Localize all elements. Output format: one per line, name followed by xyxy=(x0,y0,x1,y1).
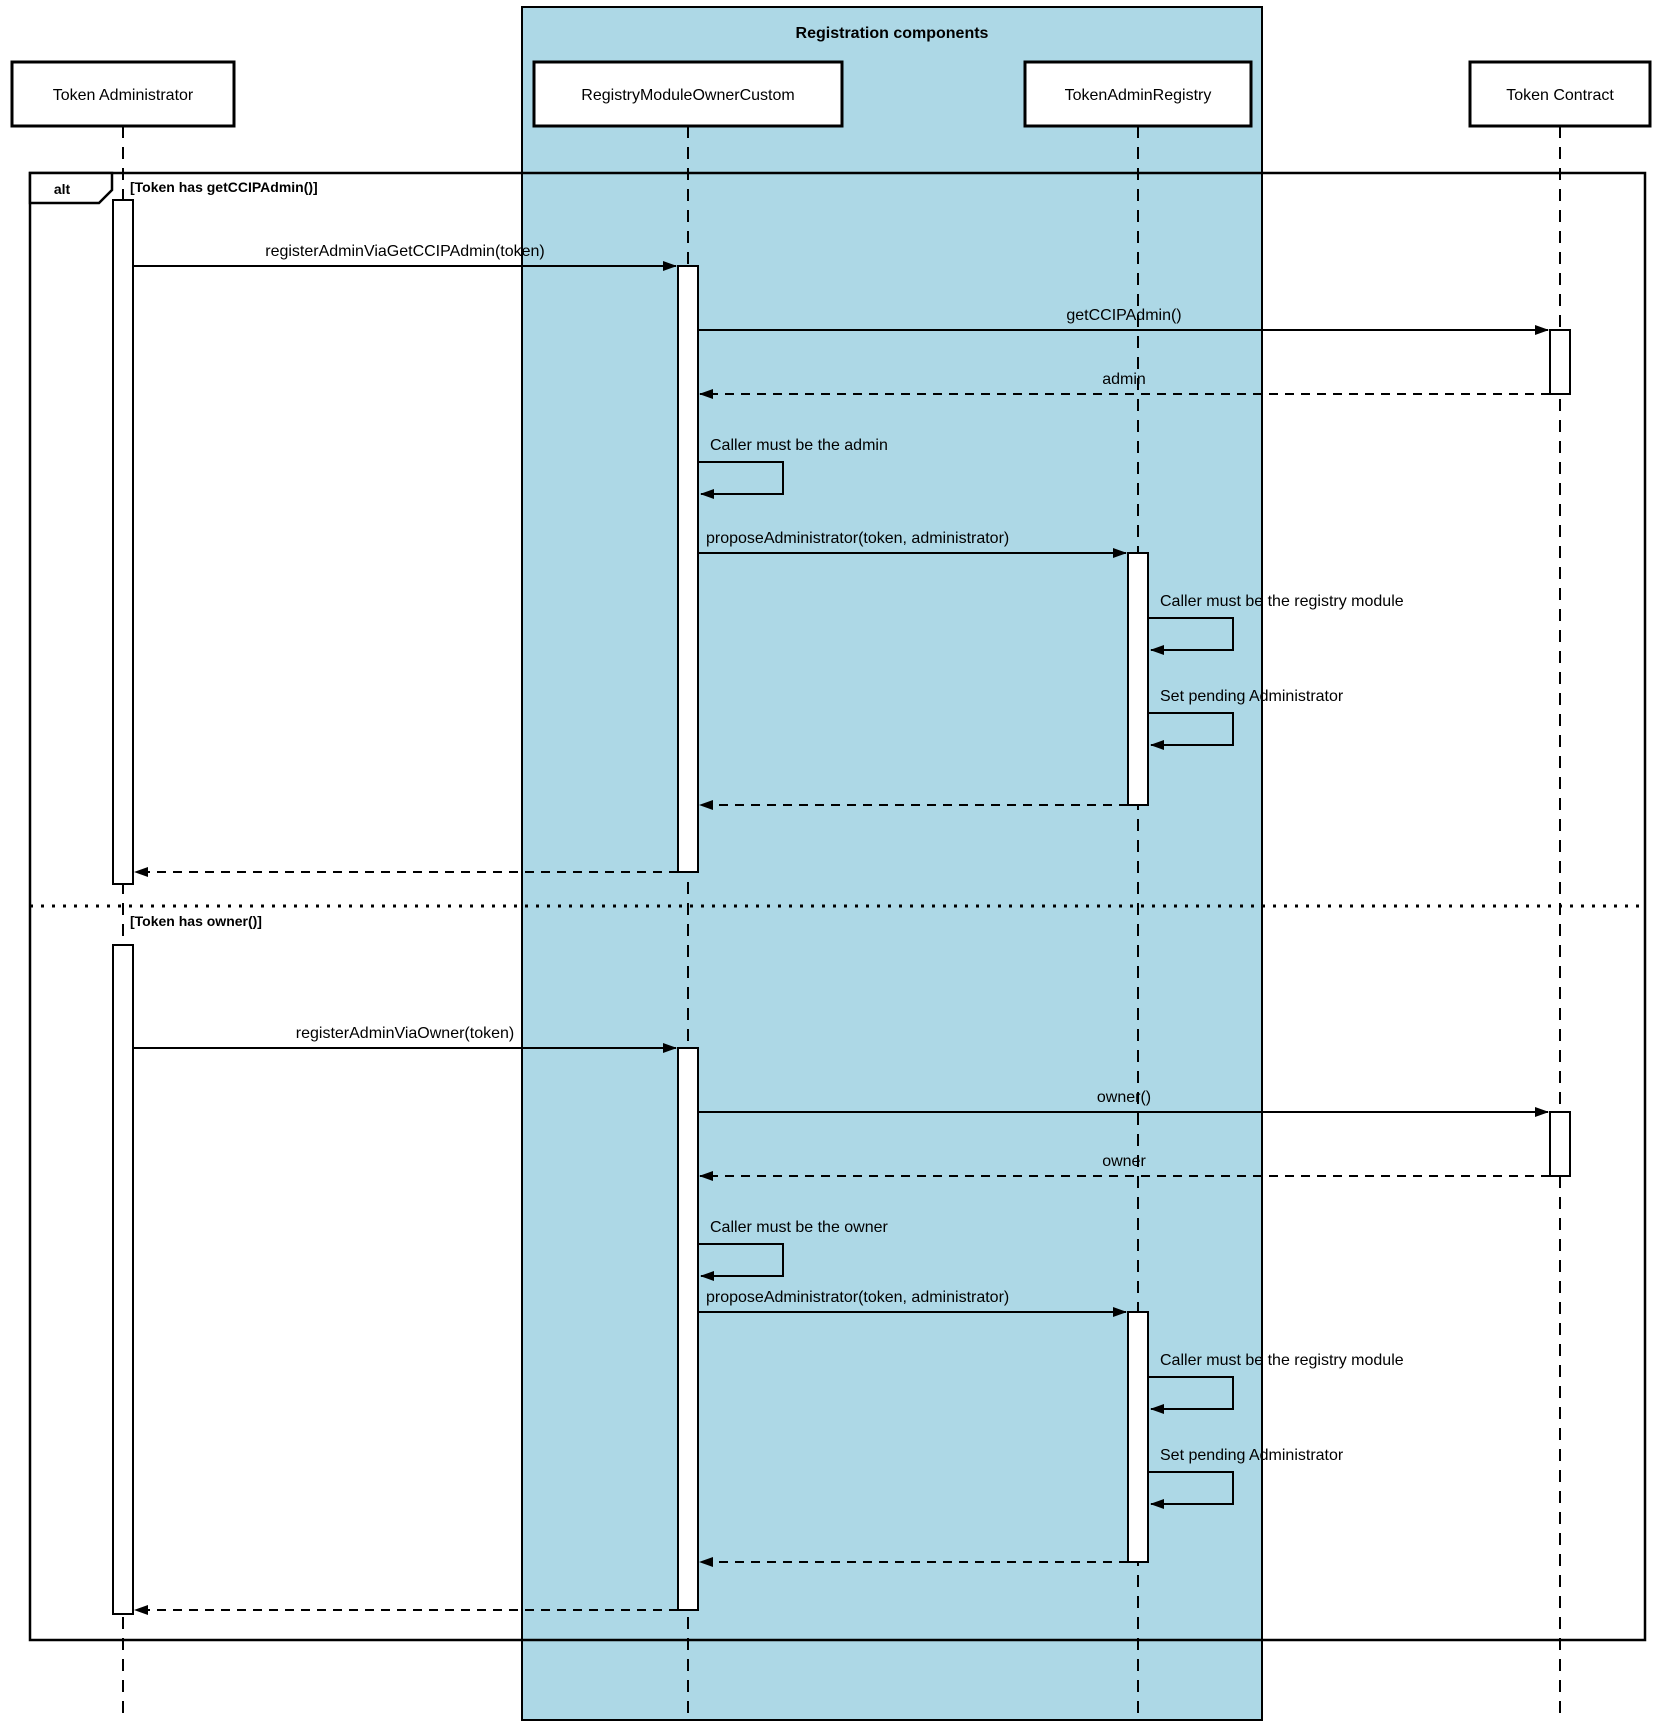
message-label-s1-set-pending: Set pending Administrator xyxy=(1160,688,1344,705)
registration-components-container xyxy=(521,6,1263,1721)
participant-box-token-administrator xyxy=(10,60,236,128)
message-label-s2-register-admin: registerAdminViaOwner(token) xyxy=(296,1025,514,1042)
message-label-s1-admin-return: admin xyxy=(1102,371,1146,388)
message-label-s1-propose-administrator: proposeAdministrator(token, administrato… xyxy=(706,530,1009,547)
message-label-s2-propose-administrator: proposeAdministrator(token, administrato… xyxy=(706,1289,1009,1306)
message-label-s2-set-pending: Set pending Administrator xyxy=(1160,1447,1344,1464)
participant-box-registry-module-owner-custom xyxy=(532,60,844,128)
condition-2-label: [Token has owner()] xyxy=(130,913,262,929)
message-label-s1-getccipadmin: getCCIPAdmin() xyxy=(1066,307,1181,324)
activation-token-admin-registry-2 xyxy=(1127,1311,1149,1563)
self-message-s1-caller-registry xyxy=(1148,617,1234,655)
message-label-s2-owner-return: owner xyxy=(1102,1153,1146,1170)
message-label-s1-caller-registry: Caller must be the registry module xyxy=(1160,593,1404,610)
participant-box-token-contract xyxy=(1468,60,1652,128)
activation-token-contract-1 xyxy=(1549,329,1571,395)
participant-label-token-contract: Token Contract xyxy=(1506,87,1614,104)
alt-operator-label: alt xyxy=(54,181,71,197)
activation-token-admin-registry-1 xyxy=(1127,552,1149,806)
self-message-s2-set-pending xyxy=(1148,1471,1234,1509)
self-message-s1-caller-admin xyxy=(698,461,784,499)
self-message-s2-caller-owner xyxy=(698,1243,784,1281)
activation-token-administrator-2 xyxy=(112,944,134,1615)
participant-label-token-admin-registry: TokenAdminRegistry xyxy=(1065,87,1212,104)
message-label-s2-caller-owner: Caller must be the owner xyxy=(710,1219,889,1236)
message-label-s2-owner-call: owner() xyxy=(1097,1089,1151,1106)
condition-1-label: [Token has getCCIPAdmin()] xyxy=(130,179,318,195)
message-label-s1-caller-admin: Caller must be the admin xyxy=(710,437,888,454)
activation-token-contract-2 xyxy=(1549,1111,1571,1177)
self-message-s2-caller-registry xyxy=(1148,1376,1234,1414)
alt-operator-pentagon xyxy=(28,171,114,205)
activation-registry-module-1 xyxy=(677,265,699,873)
participant-label-token-administrator: Token Administrator xyxy=(53,87,194,104)
participant-box-token-admin-registry xyxy=(1023,60,1253,128)
participant-label-registry-module-owner-custom: RegistryModuleOwnerCustom xyxy=(581,87,794,104)
message-label-s1-register-admin: registerAdminViaGetCCIPAdmin(token) xyxy=(265,243,545,260)
activation-token-administrator-1 xyxy=(112,199,134,885)
activation-registry-module-2 xyxy=(677,1047,699,1611)
message-label-s2-caller-registry: Caller must be the registry module xyxy=(1160,1352,1404,1369)
container-title: Registration components xyxy=(796,25,989,42)
self-message-s1-set-pending xyxy=(1148,712,1234,750)
